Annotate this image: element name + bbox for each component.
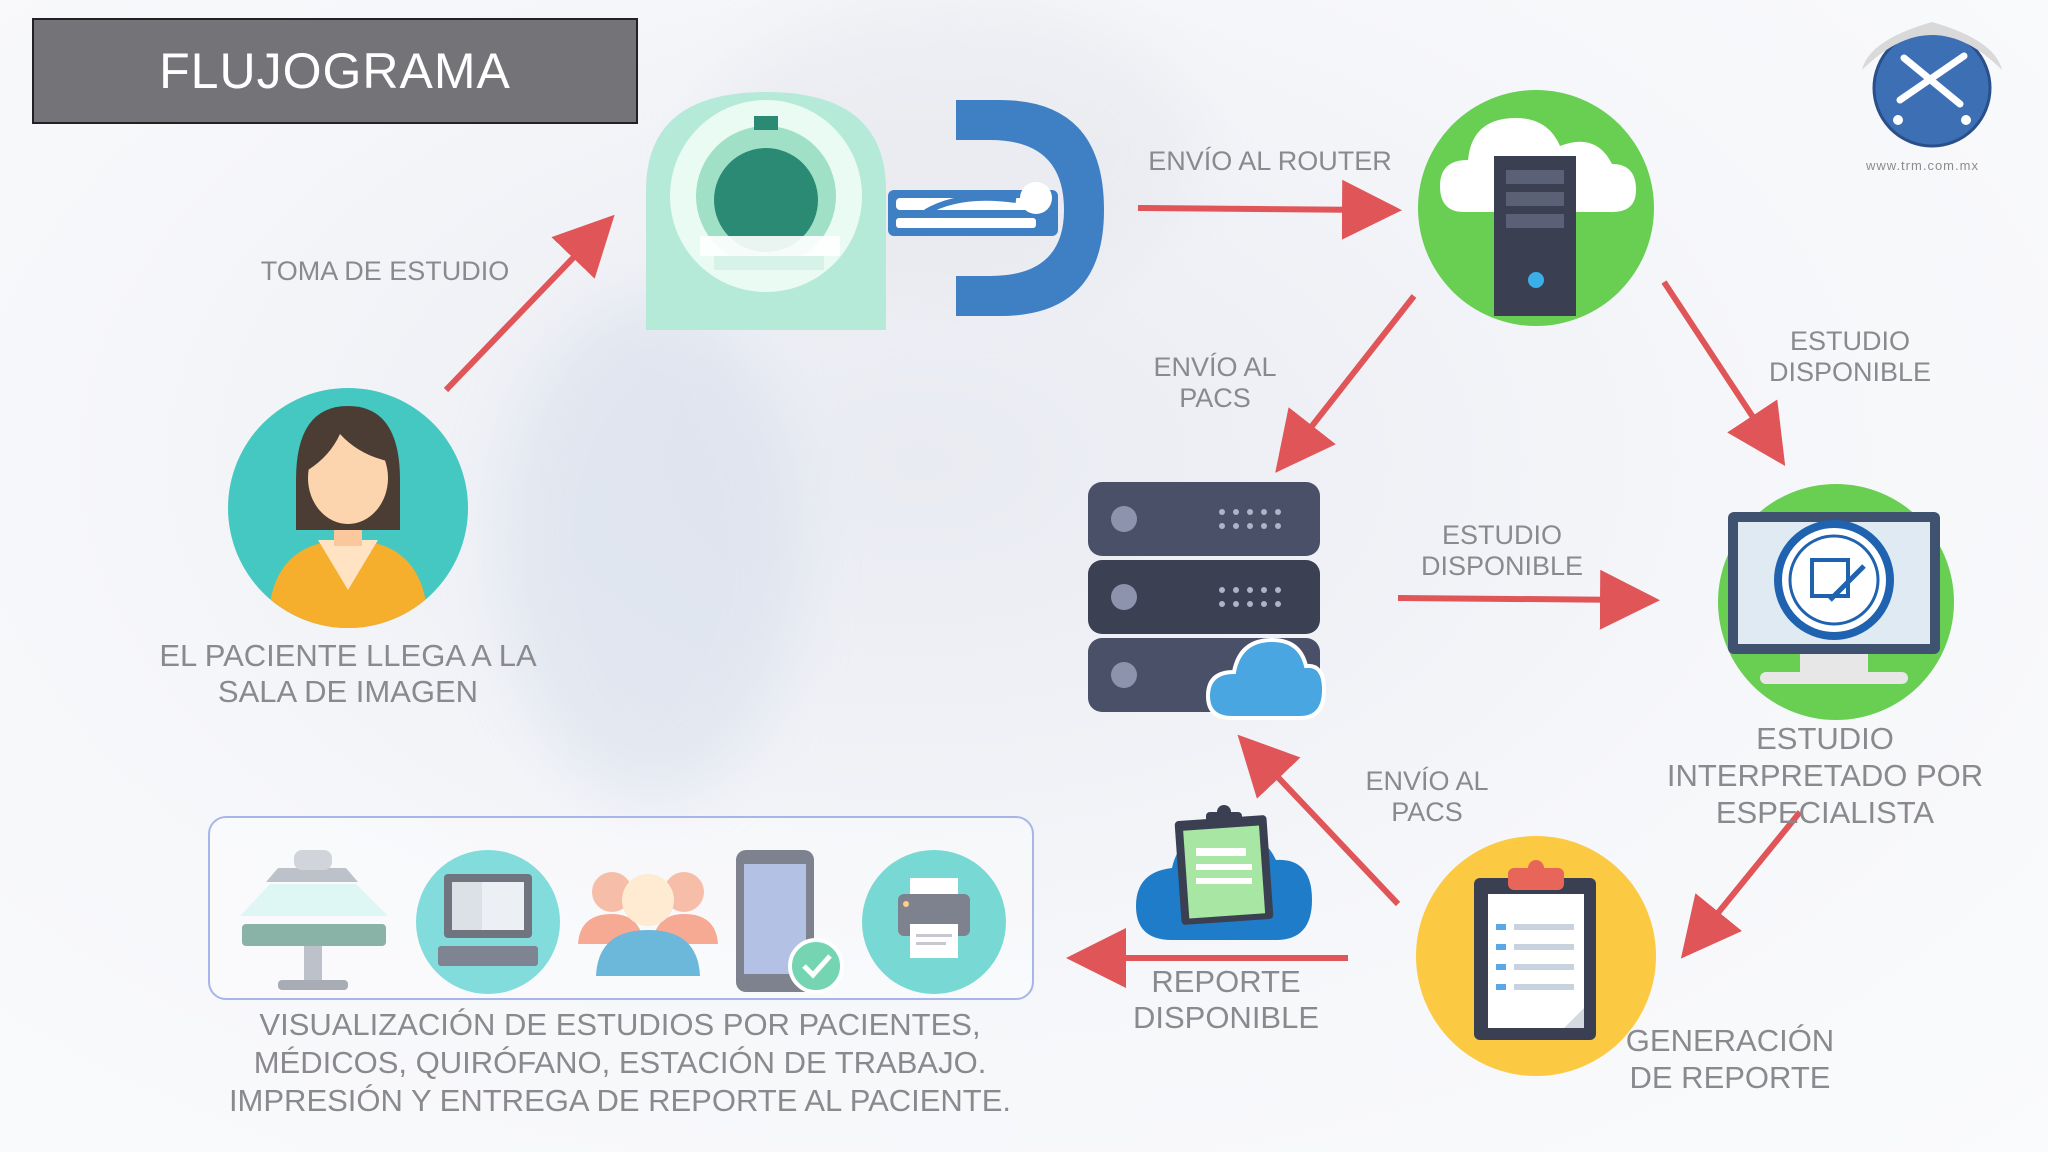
label-toma-estudio: TOMA DE ESTUDIO (260, 256, 510, 286)
arrow-router-to-pacs (1275, 294, 1417, 473)
visualization-panel (208, 816, 1034, 1000)
pacs-server-icon (1088, 482, 1327, 720)
smartphone-check-icon (736, 850, 844, 994)
label-envio-router: ENVÍO AL ROUTER (1148, 146, 1392, 176)
arrow-scan-to-router (1137, 179, 1402, 240)
label-visualizacion: VISUALIZACIÓN DE ESTUDIOS POR PACIENTES,… (228, 1007, 1012, 1118)
arrow-report-to-pacs (1237, 734, 1401, 907)
people-group-icon (578, 872, 718, 976)
arrow-router-to-workstation (1661, 280, 1786, 467)
arrow-pacs-to-workstation (1397, 569, 1660, 630)
cloud-server-icon (1418, 90, 1654, 326)
report-clipboard-icon (1416, 836, 1656, 1076)
printer-icon (862, 850, 1006, 994)
logo-url: www.trm.com.mx (1866, 158, 1979, 173)
background-blur (500, 300, 800, 800)
arrow-patient-to-scan (443, 214, 615, 393)
computer-icon (416, 850, 560, 994)
workstation-monitor-icon (1718, 484, 1954, 720)
c-arm-xray-icon (888, 100, 1104, 316)
mri-scanner-icon (646, 92, 886, 330)
surgical-table-icon (240, 850, 388, 990)
cloud-report-icon (1136, 805, 1312, 940)
patient-icon (228, 388, 468, 628)
page-title: FLUJOGRAMA (32, 18, 638, 124)
arrow-workstation-to-report (1680, 810, 1803, 959)
